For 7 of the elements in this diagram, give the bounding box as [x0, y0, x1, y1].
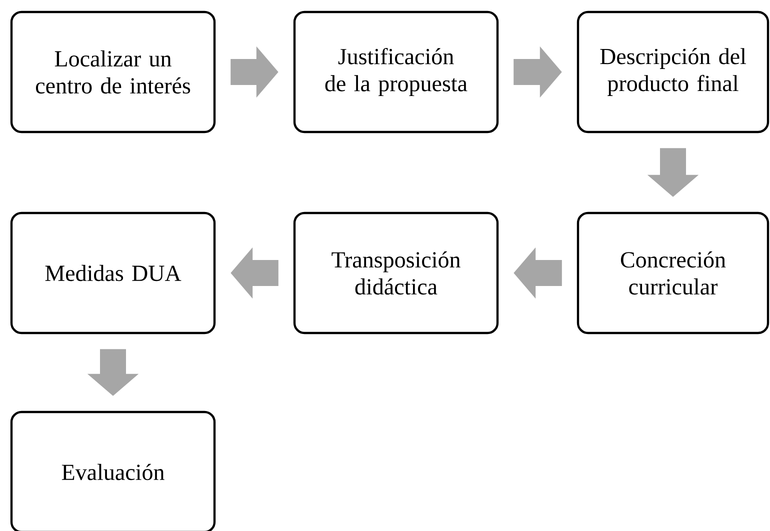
process-box: Transposición didáctica	[293, 212, 499, 334]
process-box: Concreción curricular	[576, 212, 770, 334]
process-box: Localizar un centro de interés	[10, 10, 216, 134]
process-box: Medidas DUA	[10, 212, 216, 334]
process-box: Evaluación	[10, 410, 216, 531]
process-box: Descripción del producto final	[576, 10, 770, 134]
process-box: Justificación de la propuesta	[293, 10, 499, 134]
